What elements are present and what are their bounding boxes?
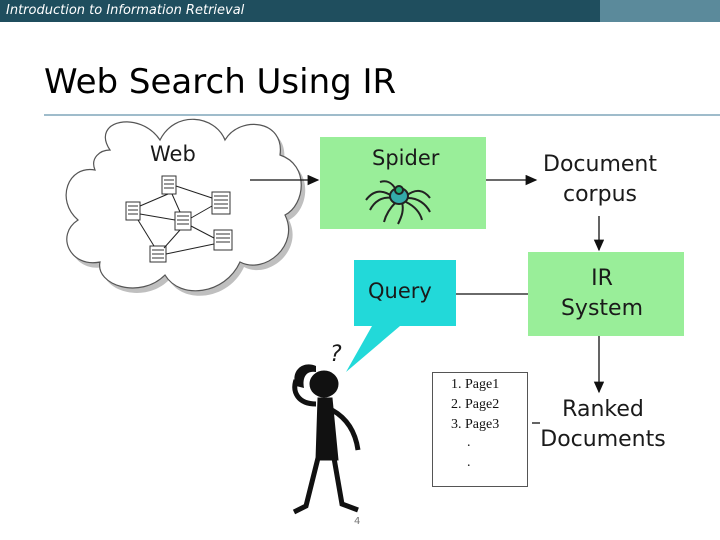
spider-icon xyxy=(365,180,431,225)
web-page-icon xyxy=(174,211,192,231)
question-mark: ? xyxy=(330,342,342,367)
web-page-icon xyxy=(213,229,233,251)
web-cloud xyxy=(65,118,306,296)
title-underline xyxy=(44,114,720,116)
query-label: Query xyxy=(368,279,432,303)
results-list: 1. Page1 2. Page2 3. Page3 . . xyxy=(432,372,528,487)
result-item: 1. Page1 xyxy=(451,377,500,392)
ranked-line2: Documents xyxy=(540,427,666,452)
query-bubble xyxy=(346,260,456,372)
thinking-person-figure xyxy=(292,364,361,515)
ir-system-line2: System xyxy=(560,296,644,321)
ir-system-label: IR System xyxy=(540,264,664,324)
ranked-line1: Ranked xyxy=(562,397,644,422)
ranked-documents-label: Ranked Documents xyxy=(534,395,672,455)
result-item: 3. Page3 xyxy=(451,417,500,432)
document-corpus-line1: Document xyxy=(543,152,657,177)
ir-system-box xyxy=(528,252,684,336)
results-ellipsis-dot: . xyxy=(467,455,471,470)
web-link-lines xyxy=(137,185,215,255)
header-bar xyxy=(0,0,600,22)
web-page-icon xyxy=(125,201,141,221)
web-page-icon xyxy=(211,191,231,215)
result-item: 2. Page2 xyxy=(451,397,500,412)
document-corpus-line2: corpus xyxy=(563,182,637,207)
header-bar-accent xyxy=(600,0,720,22)
results-ellipsis-dot: . xyxy=(467,435,471,450)
web-label: Web xyxy=(150,142,196,166)
slide-title: Web Search Using IR xyxy=(44,62,397,102)
ir-system-line1: IR xyxy=(591,266,613,291)
web-page-icon xyxy=(161,175,177,195)
page-number: 4 xyxy=(354,516,361,527)
document-corpus-label: Document corpus xyxy=(538,150,662,210)
course-title: Introduction to Information Retrieval xyxy=(6,3,245,18)
spider-label: Spider xyxy=(372,146,440,170)
web-page-icon xyxy=(149,245,167,263)
